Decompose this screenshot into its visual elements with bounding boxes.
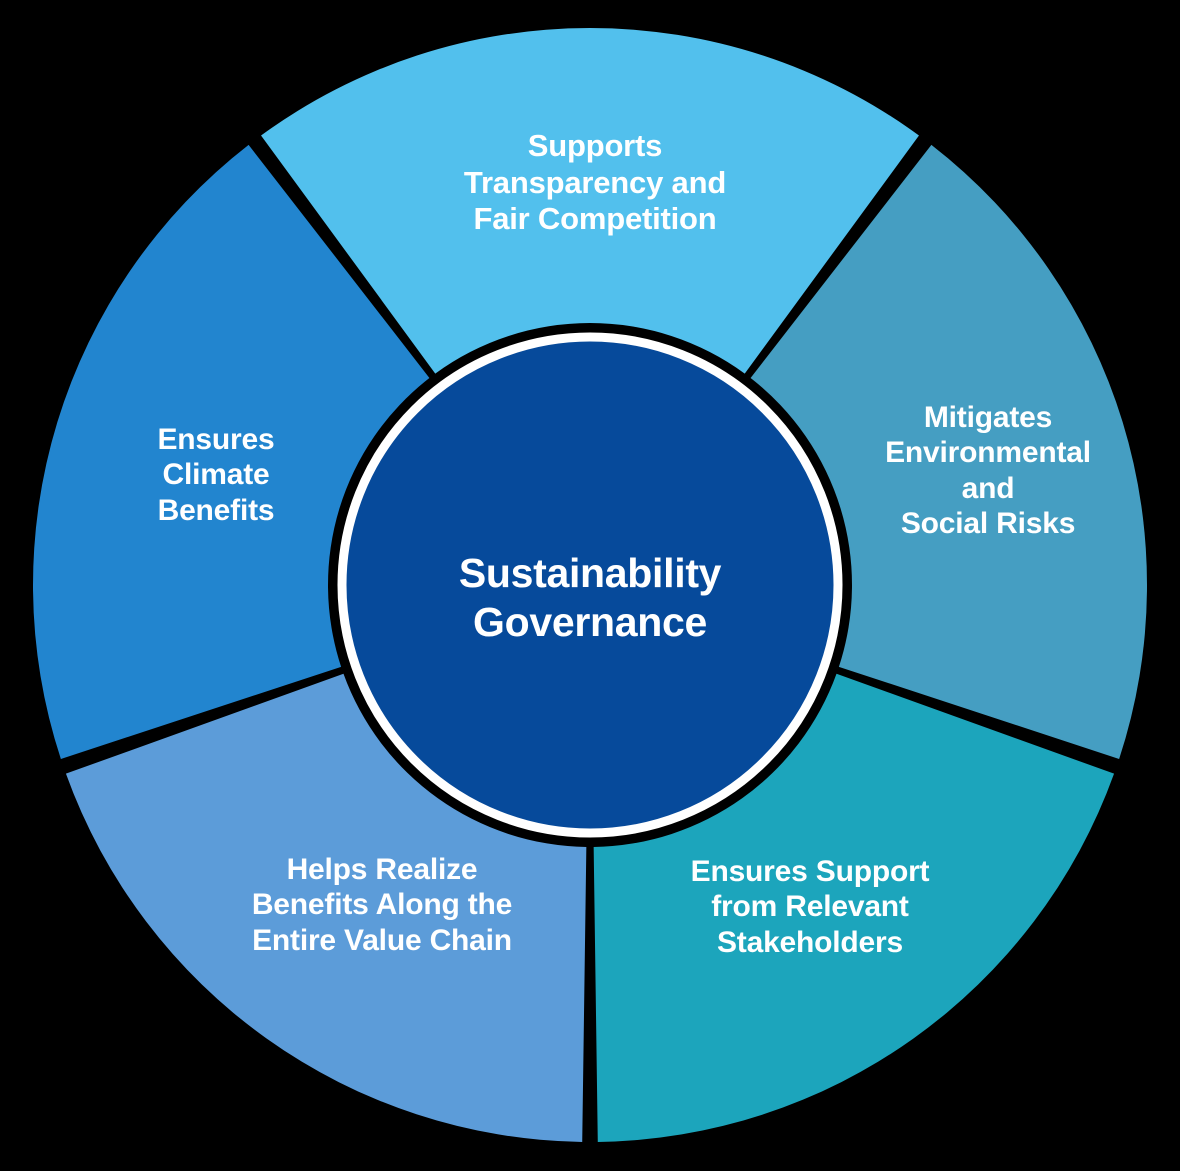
segment-ensures-stakeholder-support[interactable]: [593, 673, 1115, 1142]
outer-ring-segments: [33, 27, 1147, 1142]
center-hub-circle[interactable]: [337, 332, 843, 838]
segment-helps-realize-benefits[interactable]: [65, 673, 587, 1142]
segment-supports-transparency[interactable]: [261, 27, 919, 374]
segment-ensures-climate-benefits[interactable]: [33, 144, 430, 759]
segment-mitigates-risks[interactable]: [750, 144, 1147, 759]
